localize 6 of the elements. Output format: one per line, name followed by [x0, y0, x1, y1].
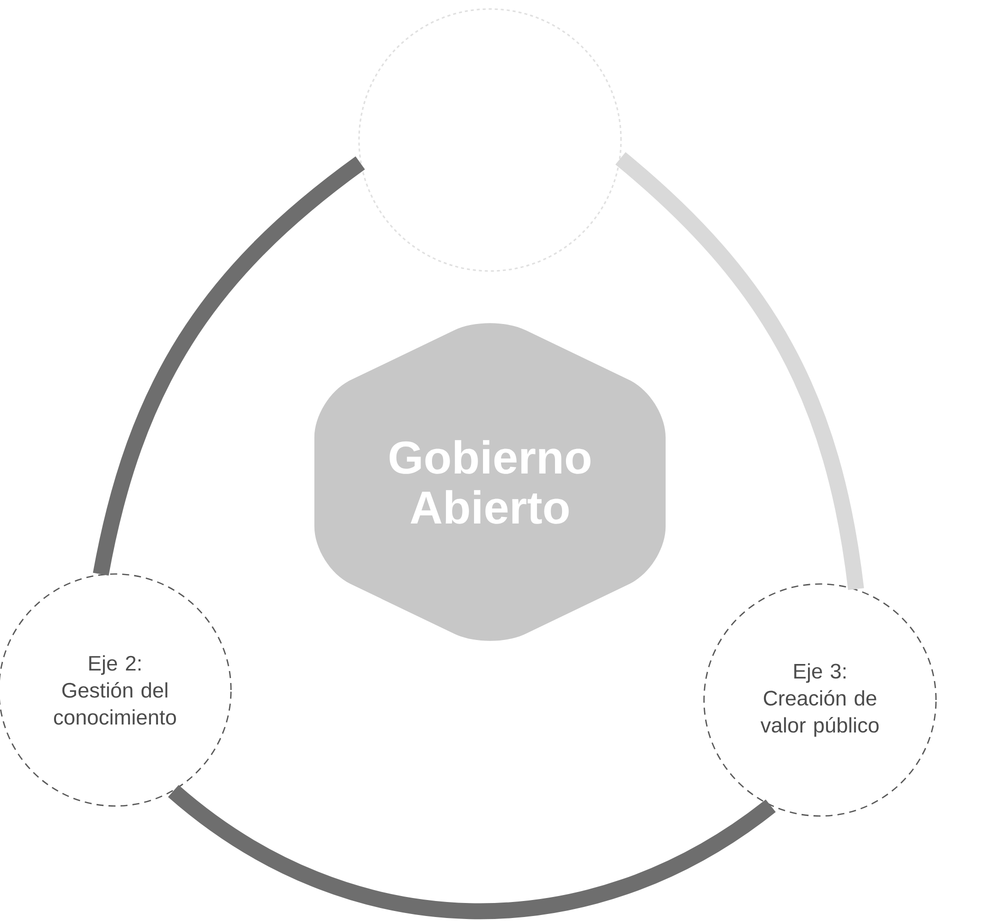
- ring-arc: [92, 156, 366, 576]
- hexagon-label: Gobierno Abierto: [390, 440, 590, 524]
- ring-arc: [168, 784, 776, 919]
- hexagon: [314, 323, 666, 641]
- ring-arc: [615, 152, 864, 590]
- dashed-circle: [358, 8, 622, 272]
